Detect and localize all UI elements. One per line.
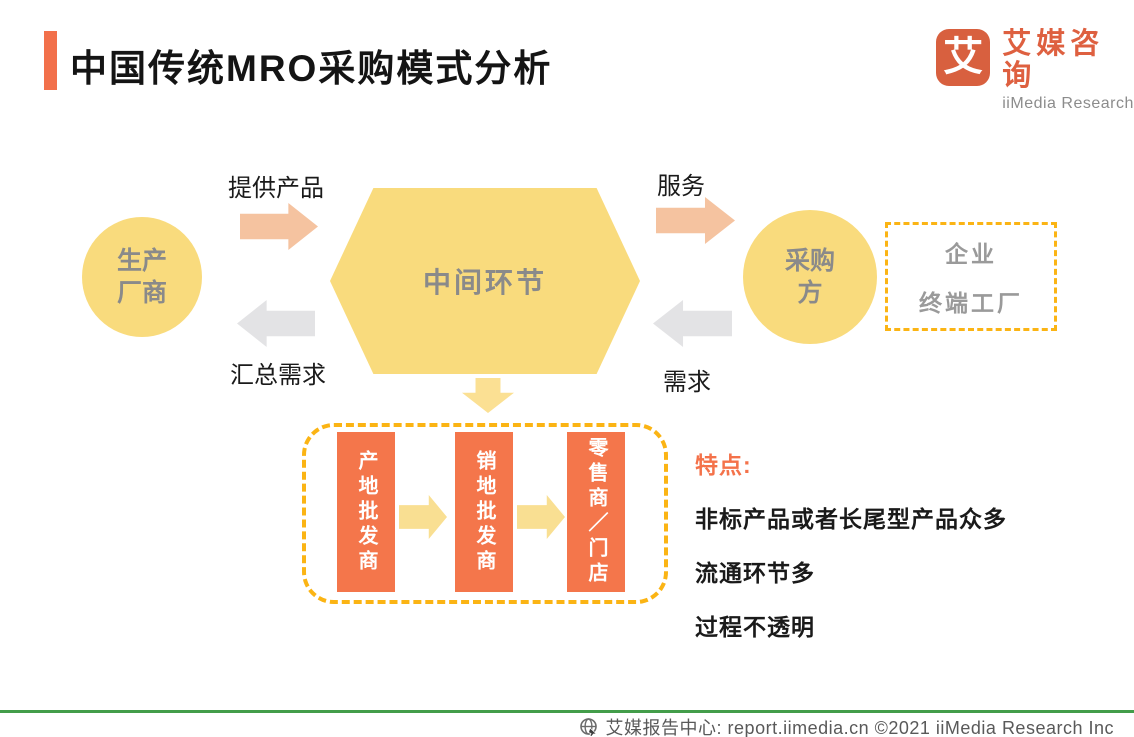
service-label: 服务 bbox=[657, 173, 705, 200]
iimedia-logo: 艾 艾媒咨询 iiMedia Research bbox=[936, 28, 1134, 113]
title-accent-bar bbox=[44, 31, 57, 90]
iimedia-logo-icon: 艾 bbox=[936, 29, 991, 86]
arrow-provide-right-icon bbox=[240, 203, 318, 250]
demand-label: 需求 bbox=[663, 369, 711, 396]
arrow-demand-left-icon bbox=[653, 300, 732, 347]
stage-origin-wholesaler: 产地批发商 bbox=[337, 432, 395, 592]
stage-retailer-store: 零售商／门店 bbox=[567, 432, 625, 592]
feature-item: 过程不透明 bbox=[695, 614, 815, 640]
footer: 艾媒报告中心: report.iimedia.cn ©2021 iiMedia … bbox=[579, 714, 1114, 737]
arrow-down-icon bbox=[462, 378, 514, 413]
stage-label: 零售商／门店 bbox=[585, 437, 607, 587]
stage-destination-wholesaler: 销地批发商 bbox=[455, 432, 513, 592]
arrow-aggregate-left-icon bbox=[237, 300, 315, 347]
globe-cursor-icon bbox=[579, 717, 599, 737]
features-heading: 特点: bbox=[695, 452, 752, 478]
buyer-box-line: 企业 bbox=[945, 241, 997, 267]
feature-item: 流通环节多 bbox=[695, 560, 815, 586]
producer-circle: 生产厂商 bbox=[82, 217, 202, 337]
logo-name-cn: 艾媒咨询 bbox=[1002, 28, 1105, 92]
buyer-type-dashed-box: 企业 终端工厂 bbox=[885, 222, 1057, 331]
producer-label: 生产厂商 bbox=[116, 246, 167, 308]
stage-label: 销地批发商 bbox=[473, 449, 495, 575]
footer-text: 艾媒报告中心: report.iimedia.cn ©2021 iiMedia … bbox=[605, 718, 1114, 737]
middle-label: 中间环节 bbox=[422, 267, 547, 298]
middle-hexagon: 中间环节 bbox=[330, 188, 640, 374]
feature-item: 非标产品或者长尾型产品众多 bbox=[695, 506, 1007, 532]
aggregate-demand-label: 汇总需求 bbox=[230, 362, 326, 389]
logo-glyph: 艾 bbox=[943, 34, 984, 79]
distribution-chain-dashed-box bbox=[302, 423, 668, 604]
footer-divider bbox=[0, 710, 1134, 713]
page-title: 中国传统MRO采购模式分析 bbox=[70, 48, 553, 89]
arrow-service-right-icon bbox=[656, 197, 735, 244]
stage-label: 产地批发商 bbox=[355, 449, 377, 575]
provide-product-label: 提供产品 bbox=[228, 175, 324, 202]
logo-name-en: iiMedia Research bbox=[1002, 94, 1134, 112]
logo-text: 艾媒咨询 iiMedia Research bbox=[1002, 28, 1134, 113]
buyer-circle: 采购方 bbox=[743, 210, 877, 344]
features-block: 特点: 非标产品或者长尾型产品众多 流通环节多 过程不透明 bbox=[695, 446, 1007, 642]
buyer-box-line: 终端工厂 bbox=[919, 290, 1023, 316]
buyer-label: 采购方 bbox=[784, 246, 835, 308]
